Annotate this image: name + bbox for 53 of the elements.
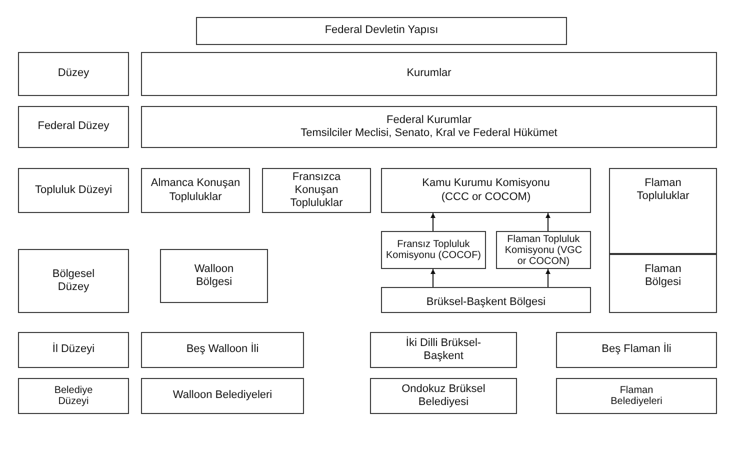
box-label: Bölgesel Düzey (51, 268, 96, 294)
box-label: Topluluk Düzeyi (34, 184, 112, 198)
column-header (18, 52, 129, 96)
box-label: Beş Walloon İli (186, 343, 259, 357)
box-label: Fransızca Konuşan Topluluklar (289, 170, 344, 210)
level-box (18, 106, 129, 148)
level-box (556, 378, 717, 414)
level-box (141, 332, 304, 368)
box-label: Brüksel-Başkent Bölgesi (426, 296, 546, 310)
arrow (430, 212, 436, 232)
arrow (546, 268, 550, 288)
level-box (160, 249, 268, 303)
column-header (141, 52, 717, 96)
level-box (556, 332, 717, 368)
box-label: Federal Devletin Yapısı (324, 24, 438, 38)
box-label: Kamu Kurumu Komisyonu (CCC or COCOM) (421, 177, 551, 204)
level-box (141, 168, 250, 213)
box-label: Flaman Topluluklar (636, 177, 690, 204)
heading-box (196, 17, 567, 45)
box-subtext: Temsilciler Meclisi, Senato, Kral ve Federal Hükümet (300, 127, 558, 140)
box-label: Düzey (58, 67, 90, 81)
level-box (381, 287, 591, 313)
box-label: Flaman Bölgesi (644, 263, 682, 290)
level-box (141, 378, 304, 414)
level-box (262, 168, 371, 213)
box-label: İki Dilli Brüksel-Başkent (404, 336, 482, 364)
box-label: Federal Kurumlar (386, 114, 472, 127)
box-label: Walloon Belediyeleri (172, 389, 272, 403)
level-box (18, 249, 129, 313)
level-box (381, 168, 591, 213)
box-label: Belediye Düzeyi (53, 385, 94, 407)
arrow (430, 268, 436, 288)
box-label: Federal Düzey (38, 120, 110, 134)
arrow (546, 212, 550, 232)
box-label: Walloon Bölgesi (193, 262, 235, 290)
box-label: İl Düzeyi (52, 343, 95, 357)
box-label: Fransız Topluluk Komisyonu (COCOF) (386, 239, 481, 261)
level-box (141, 106, 717, 148)
box-label: Flaman Belediyeleri (610, 385, 664, 407)
box-label: Almanca Konuşan Topluluklar (150, 177, 240, 204)
level-box (370, 332, 517, 368)
level-box (18, 168, 129, 213)
level-box (609, 254, 717, 313)
level-box (496, 231, 591, 269)
box-label: Ondokuz Brüksel Belediyesi (400, 382, 486, 410)
box-label: Flaman Topluluk Komisyonu (VGC or COCON) (504, 234, 584, 266)
box-label: Beş Flaman İli (602, 343, 672, 357)
level-box (18, 378, 129, 414)
level-box (381, 231, 486, 269)
box-label: Kurumlar (406, 67, 452, 81)
level-box (609, 168, 717, 254)
level-box (18, 332, 129, 368)
level-box (370, 378, 517, 414)
